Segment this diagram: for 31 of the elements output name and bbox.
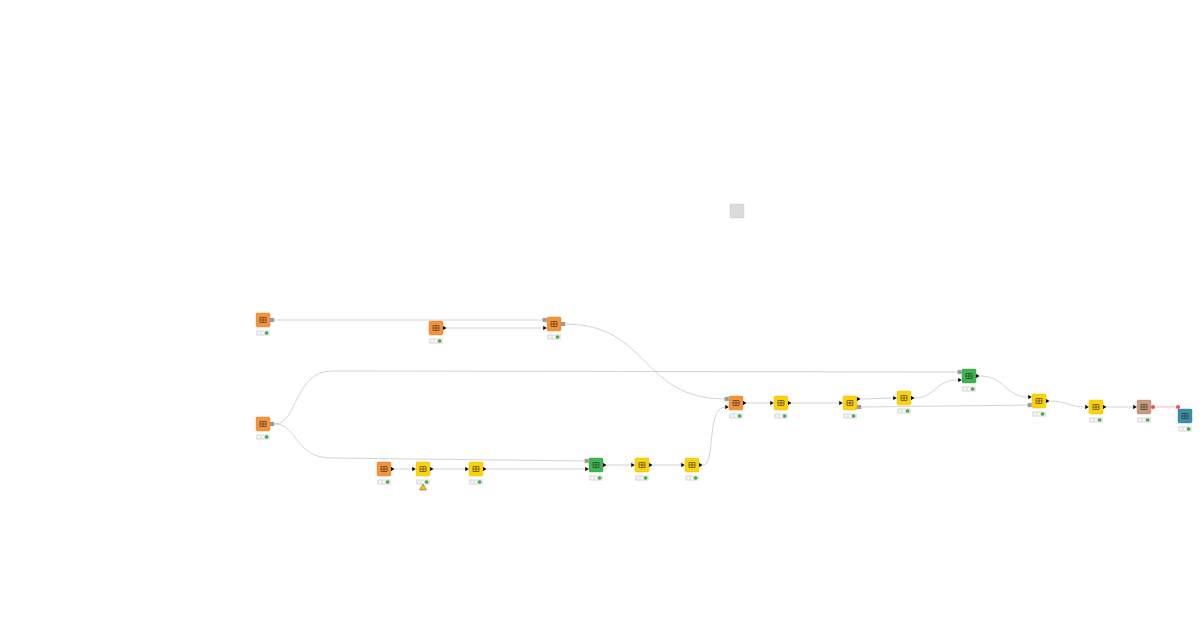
connector [1154,406,1177,408]
node-box [1031,393,1050,409]
node-box [546,316,566,332]
node-box [773,395,792,411]
connector [979,375,1032,399]
connector [565,323,729,402]
node-box [588,457,607,473]
node-box [684,457,703,473]
connector [274,423,589,464]
connector [702,405,729,466]
connector [274,317,547,323]
node-box [961,368,980,384]
connector [1049,400,1089,409]
connector [274,369,962,425]
node-box [842,395,862,411]
node-box [255,312,275,328]
node-box [1088,399,1107,415]
node-box [255,416,275,432]
node-box [468,461,487,477]
connector [914,378,962,399]
node-box [896,390,915,406]
node-box [1136,399,1155,415]
node-box [728,395,747,411]
connector [860,396,897,400]
node-box [415,461,434,477]
node-box [1176,405,1193,424]
node-box [428,320,447,336]
node-box [376,461,395,477]
node-box [634,457,653,473]
connector [861,402,1032,408]
dashed-box [729,203,745,219]
